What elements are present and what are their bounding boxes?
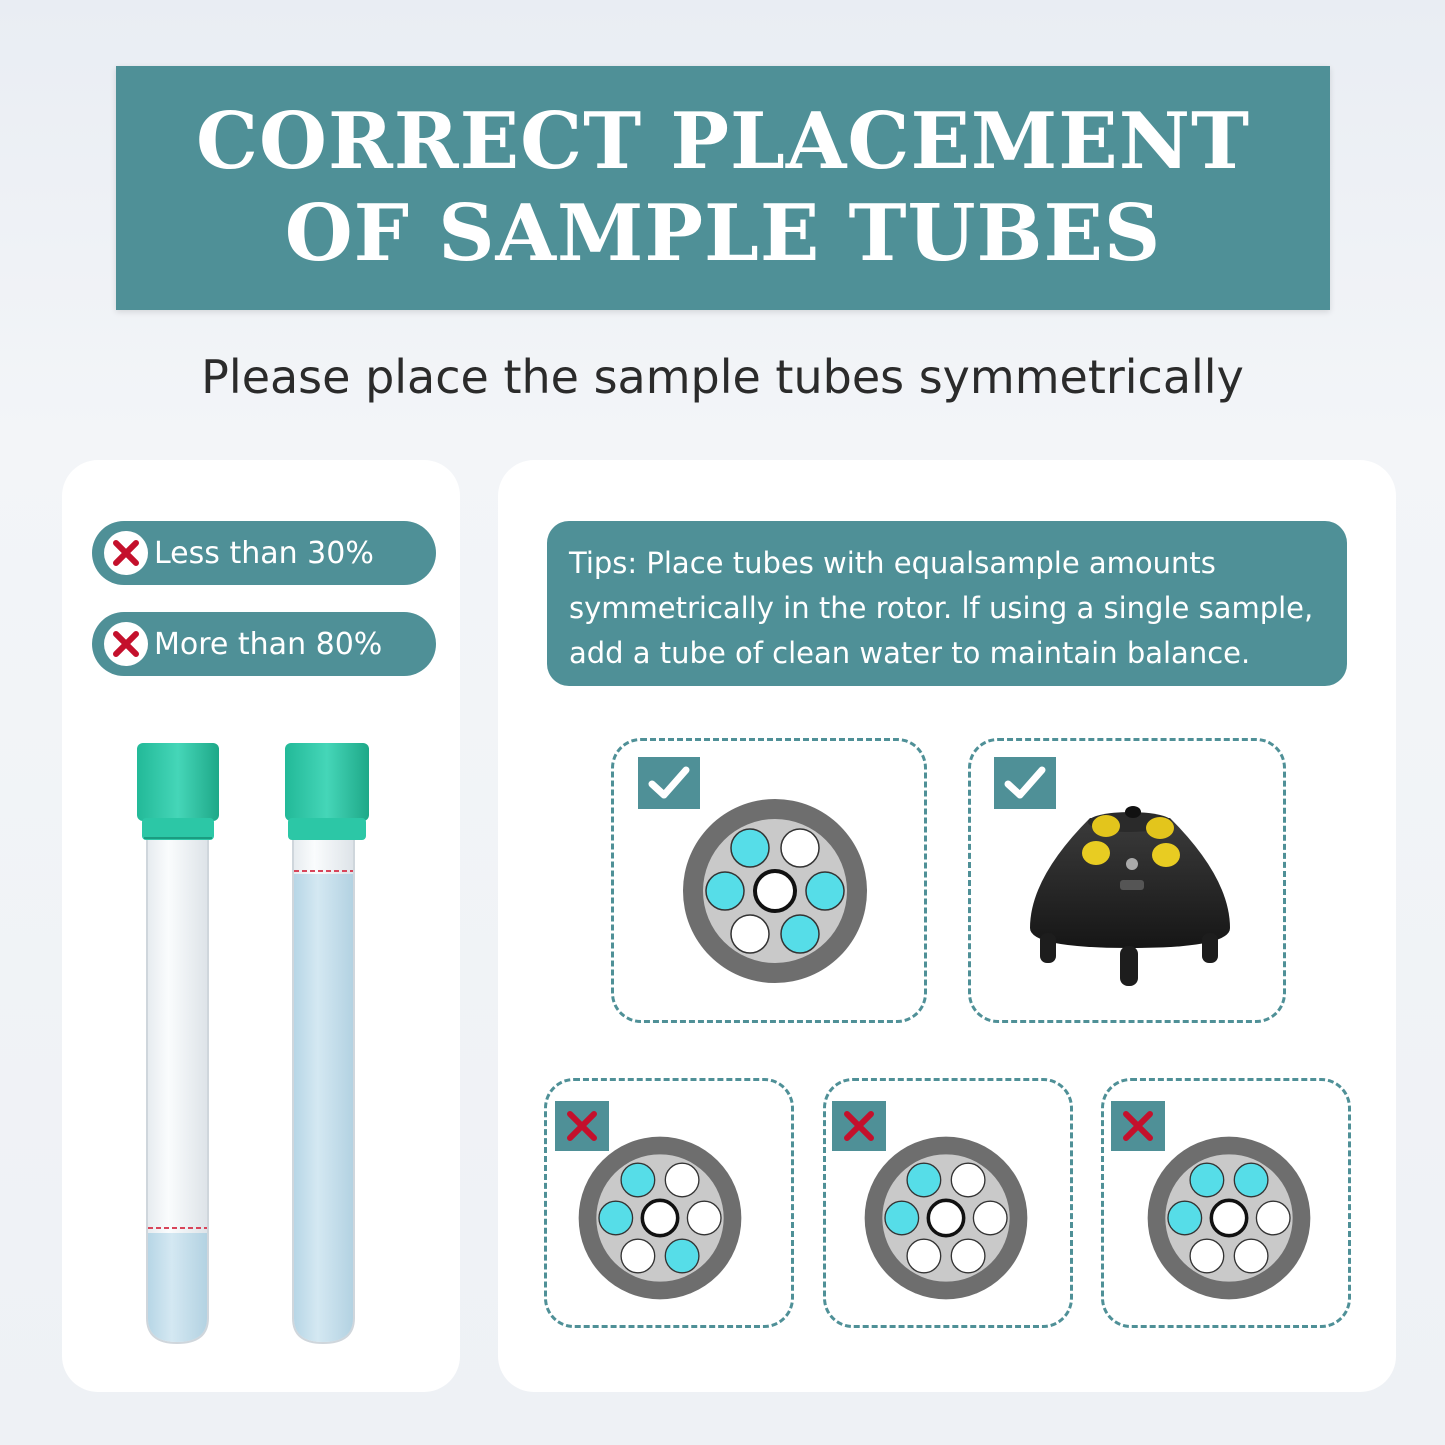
- tips-line-3: add a tube of clean water to maintain ba…: [569, 636, 1251, 670]
- tips-line-1: Tips: Place tubes with equalsample amoun…: [569, 546, 1216, 580]
- warning-pill-less-than: Less than 30%: [92, 521, 436, 585]
- check-icon: [638, 757, 700, 809]
- tips-line-2: symmetrically in the rotor. lf using a s…: [569, 591, 1314, 625]
- subtitle: Please place the sample tubes symmetrica…: [201, 350, 1244, 404]
- title-banner: CORRECT PLACEMENT OF SAMPLE TUBES: [116, 66, 1330, 310]
- x-icon: [1111, 1101, 1165, 1151]
- diagram-incorrect-rotor-2: [823, 1078, 1073, 1328]
- tips-box: Tips: Place tubes with equalsample amoun…: [547, 521, 1347, 686]
- sample-tubes-illustration: [137, 743, 369, 1345]
- diagram-incorrect-rotor-3: [1101, 1078, 1351, 1328]
- x-icon: [832, 1101, 886, 1151]
- centrifuge-rotor-image: [1030, 806, 1230, 986]
- warning-label: More than 80%: [154, 626, 383, 662]
- rotor-diagram-symmetric: [683, 799, 867, 983]
- diagram-incorrect-rotor-1: [544, 1078, 794, 1328]
- warning-pill-more-than: More than 80%: [92, 612, 436, 676]
- rotor-diagram-unbalanced-1: [578, 1136, 742, 1300]
- title-line-1: CORRECT PLACEMENT: [195, 96, 1251, 187]
- x-icon: [555, 1101, 609, 1151]
- tube-low-fill: [137, 743, 219, 1345]
- diagram-correct-centrifuge: [968, 738, 1286, 1023]
- rotor-diagram-unbalanced-2: [864, 1136, 1028, 1300]
- warning-label: Less than 30%: [154, 535, 374, 571]
- check-icon: [994, 757, 1056, 809]
- title-line-2: OF SAMPLE TUBES: [284, 188, 1162, 279]
- tube-high-fill: [285, 743, 369, 1345]
- rotor-diagram-unbalanced-3: [1147, 1136, 1311, 1300]
- diagram-correct-rotor: [611, 738, 927, 1023]
- x-icon: [104, 531, 148, 575]
- x-icon: [104, 622, 148, 666]
